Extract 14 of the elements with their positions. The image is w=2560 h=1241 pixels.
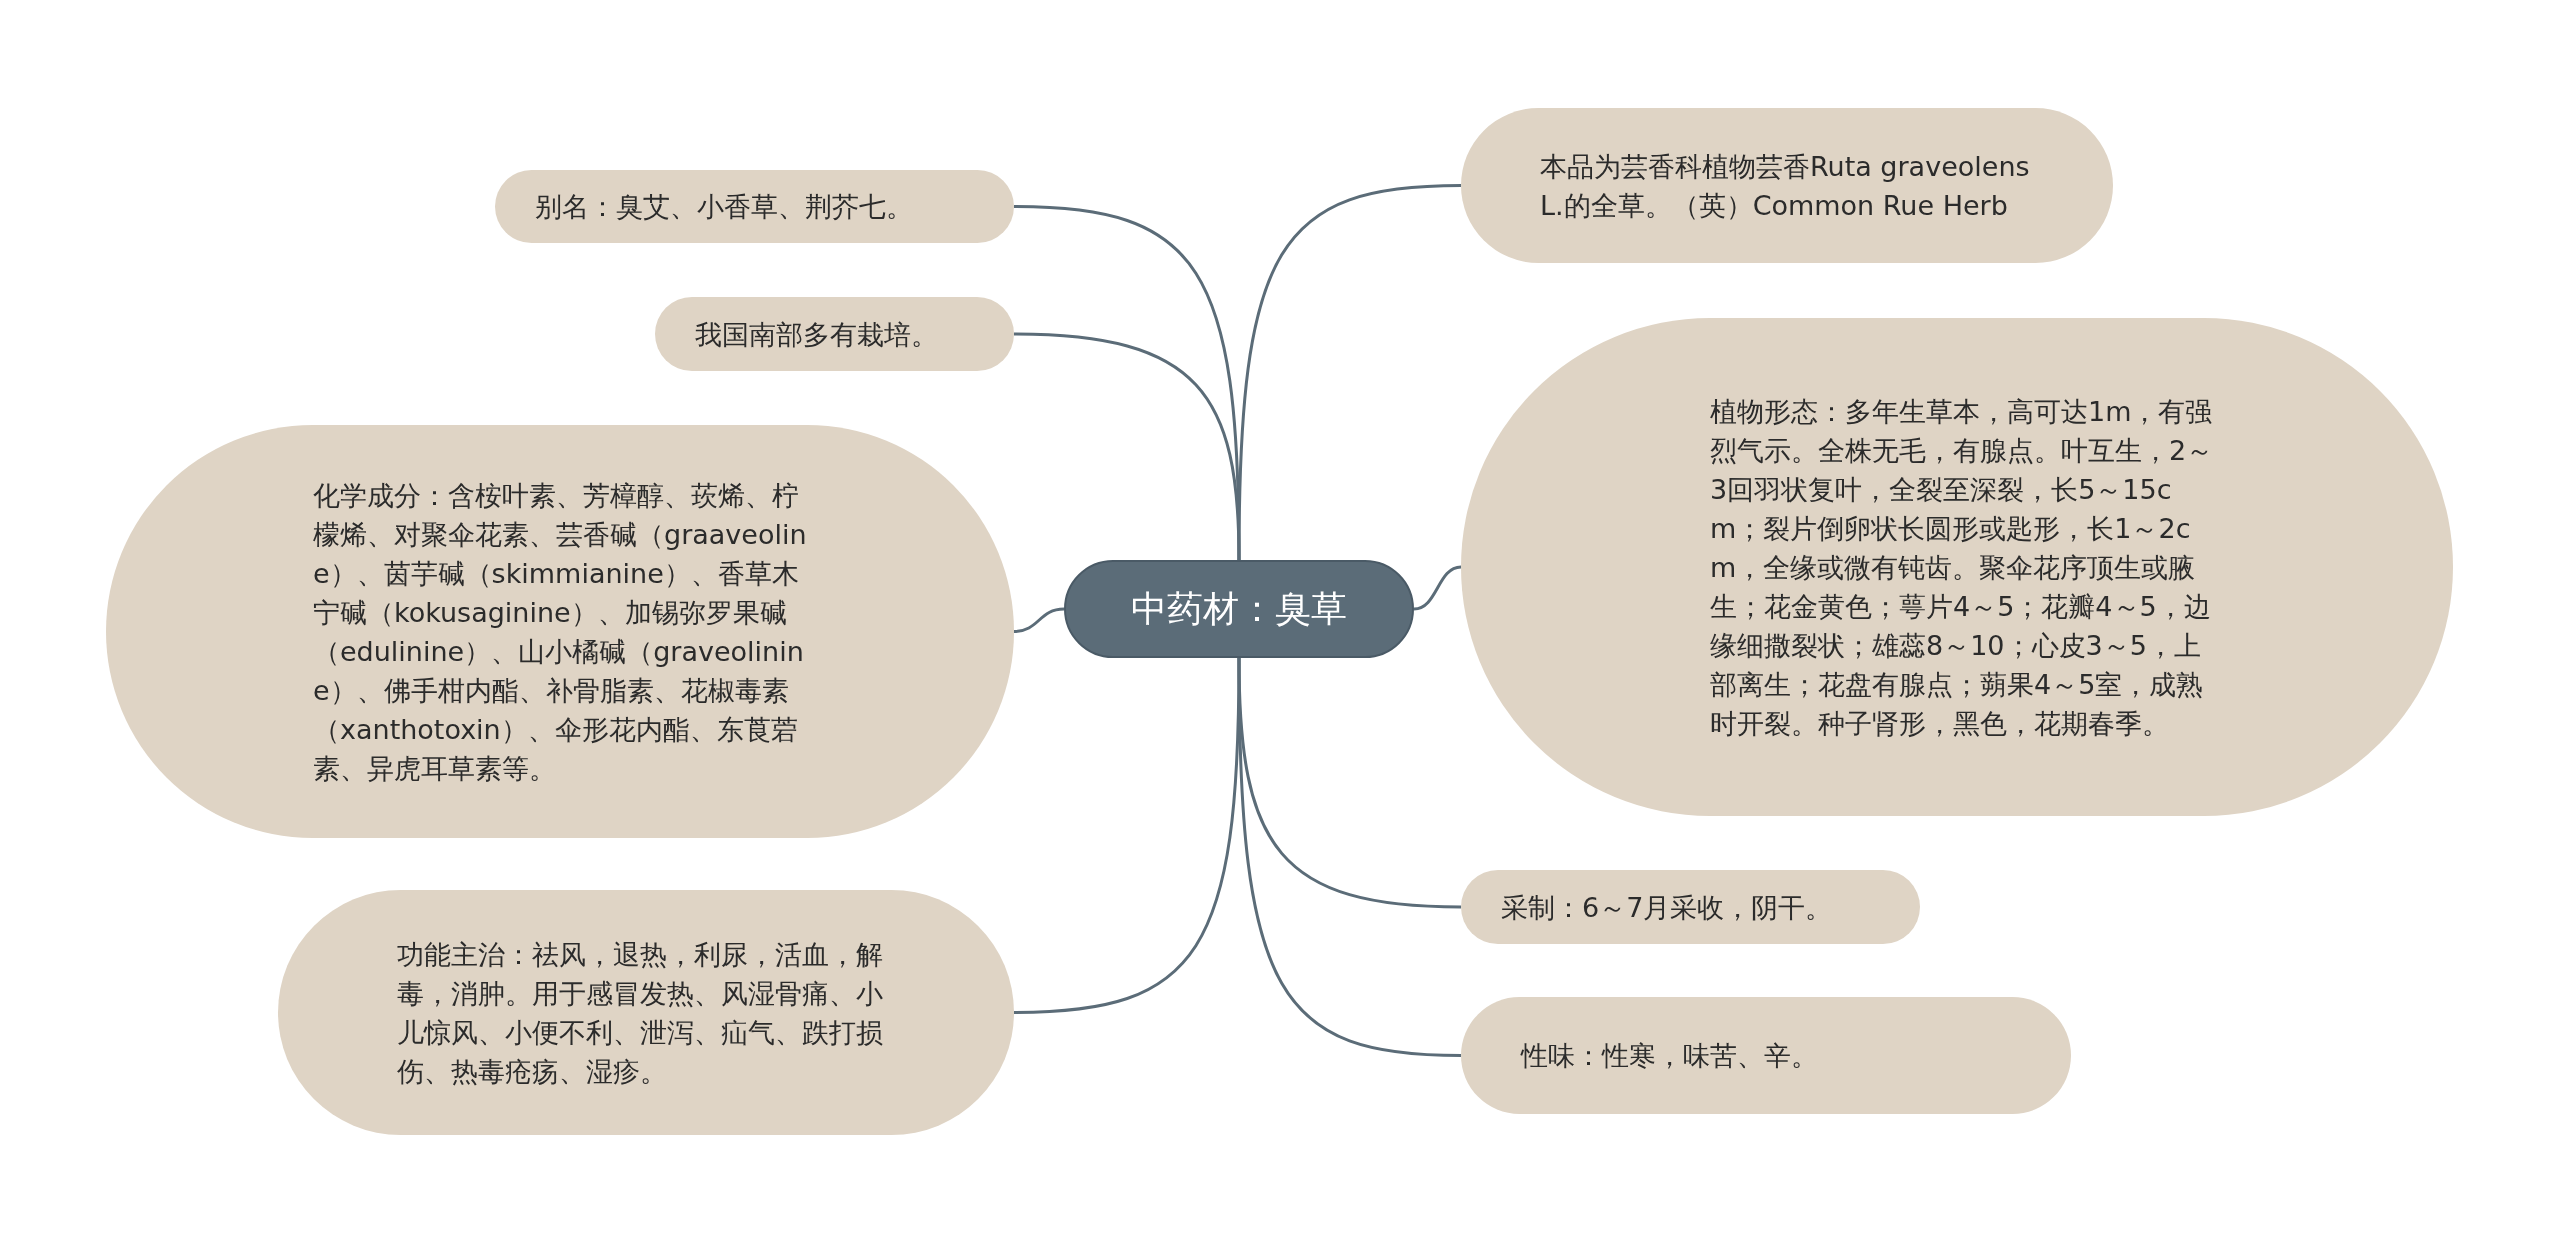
connector-line	[1237, 658, 1462, 1057]
branch-box: 性味：性寒，味苦、辛。	[1461, 997, 2071, 1114]
branch-box: 采制：6～7月采收，阴干。	[1461, 870, 1920, 944]
branch-box: 我国南部多有栽培。	[655, 297, 1014, 371]
branch-box: 化学成分：含桉叶素、芳樟醇、莰烯、柠檬烯、对聚伞花素、芸香碱（graaveoline）、茵芋碱（skimmianine）、香草木宁碱（kokusaginine）、加锡弥罗果碱（edulinine）、山小橘碱（graveolinine）、佛手柑内酯、补骨脂素、花椒毒素（xanthotoxin）、伞形花内酯、东莨菪素、异虎耳草素等。	[106, 425, 1014, 838]
connector-line	[1237, 184, 1462, 560]
branch-box: 功能主治：祛风，退热，利尿，活血，解毒，消肿。用于感冒发热、风湿骨痛、小儿惊风、小便不利、泄泻、疝气、跌打损伤、热毒疮疡、湿疹。	[278, 890, 1014, 1135]
branch-box: 别名：臭艾、小香草、荆芥七。	[495, 170, 1014, 243]
branch-box: 植物形态：多年生草本，高可达1m，有强烈气示。全株无毛，有腺点。叶互生，2～3回羽状复叶，全裂至深裂，长5～15cm；裂片倒卵状长圆形或匙形，长1～2cm，全缘或微有钝齿。聚伞花序顶生或腋生；花金黄色；萼片4～5；花瓣4～5，边缘细撒裂状；雄蕊8～10；心皮3～5，上部离生；花盘有腺点；蒴果4～5室，成熟时开裂。种子肾形，黑色，花期春季。	[1461, 318, 2453, 816]
branch-box: 本品为芸香科植物芸香Ruta graveolens L.的全草。（英）Common Rue Herb	[1461, 108, 2113, 263]
connector-line	[1013, 607, 1065, 633]
connector-line	[1013, 657, 1241, 1014]
topic-box: 中药材：臭草	[1064, 560, 1414, 658]
connector-line	[1413, 565, 1462, 611]
